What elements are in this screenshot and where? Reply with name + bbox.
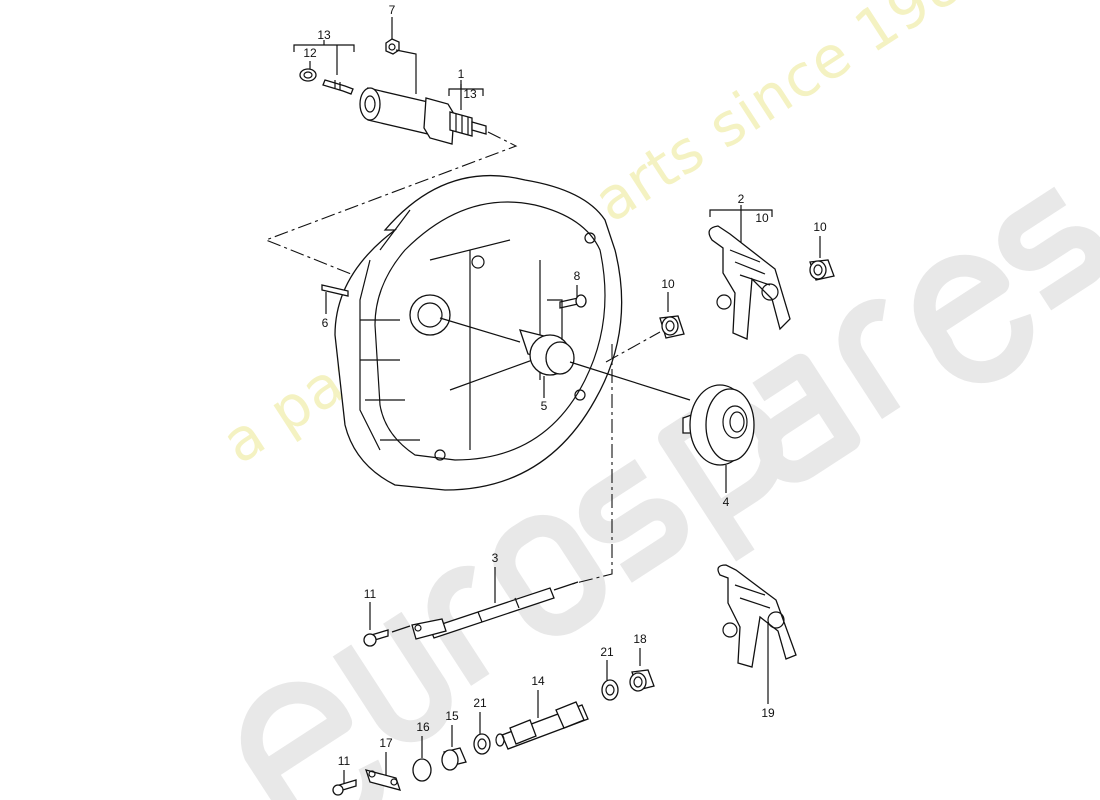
part-label-8: 8 xyxy=(573,269,581,283)
part-label-14: 14 xyxy=(531,674,545,688)
part-label-1: 1 xyxy=(457,67,465,81)
bolt-11-lower xyxy=(332,770,357,796)
part-label-13: 13 xyxy=(317,28,331,42)
bell-housing xyxy=(334,174,623,491)
bracket-13 xyxy=(293,40,355,75)
part-label-21: 21 xyxy=(473,696,487,710)
part-label-2: 2 xyxy=(737,192,745,206)
part-label-6: 6 xyxy=(321,316,329,330)
part-label-17: 17 xyxy=(379,736,393,750)
part-label-5: 5 xyxy=(540,399,548,413)
bleeder-valve-13 xyxy=(322,79,354,95)
needle-bearing-10-center xyxy=(571,292,685,585)
part-label-16: 16 xyxy=(416,720,430,734)
part-label-19: 19 xyxy=(761,706,775,720)
seal-16 xyxy=(412,736,432,782)
part-label-7: 7 xyxy=(388,3,396,17)
seal-ring-21-upper xyxy=(601,660,619,701)
seal-ring-21-lower xyxy=(473,712,491,755)
part-label-10: 10 xyxy=(755,211,769,225)
needle-bearing-18 xyxy=(629,648,655,692)
bolt-8 xyxy=(547,285,587,340)
release-bearing-4 xyxy=(682,384,755,493)
part-label-18: 18 xyxy=(633,632,647,646)
part-label-12: 12 xyxy=(303,46,317,60)
needle-bearing-10-right xyxy=(809,236,835,281)
shaft-14 xyxy=(495,690,589,750)
cap-12 xyxy=(299,68,317,82)
part-label-10: 10 xyxy=(813,220,827,234)
nut-7 xyxy=(385,17,417,94)
part-label-13: 13 xyxy=(463,87,477,101)
part-label-11: 11 xyxy=(363,587,377,601)
bolt-11-upper xyxy=(363,602,411,647)
stud-6 xyxy=(321,284,349,314)
center-axis-line xyxy=(439,317,691,401)
part-label-10: 10 xyxy=(661,277,675,291)
lever-17 xyxy=(365,752,401,791)
release-shaft-3 xyxy=(411,567,579,640)
part-label-21: 21 xyxy=(600,645,614,659)
part-label-4: 4 xyxy=(722,495,730,509)
guide-sleeve-5 xyxy=(519,329,575,398)
release-fork-2 xyxy=(708,205,791,340)
slave-cylinder-1 xyxy=(359,80,487,145)
part-label-15: 15 xyxy=(445,709,459,723)
bushing-15 xyxy=(441,725,467,771)
part-label-11: 11 xyxy=(337,754,351,768)
part-label-3: 3 xyxy=(491,551,499,565)
release-fork-19 xyxy=(717,564,797,704)
